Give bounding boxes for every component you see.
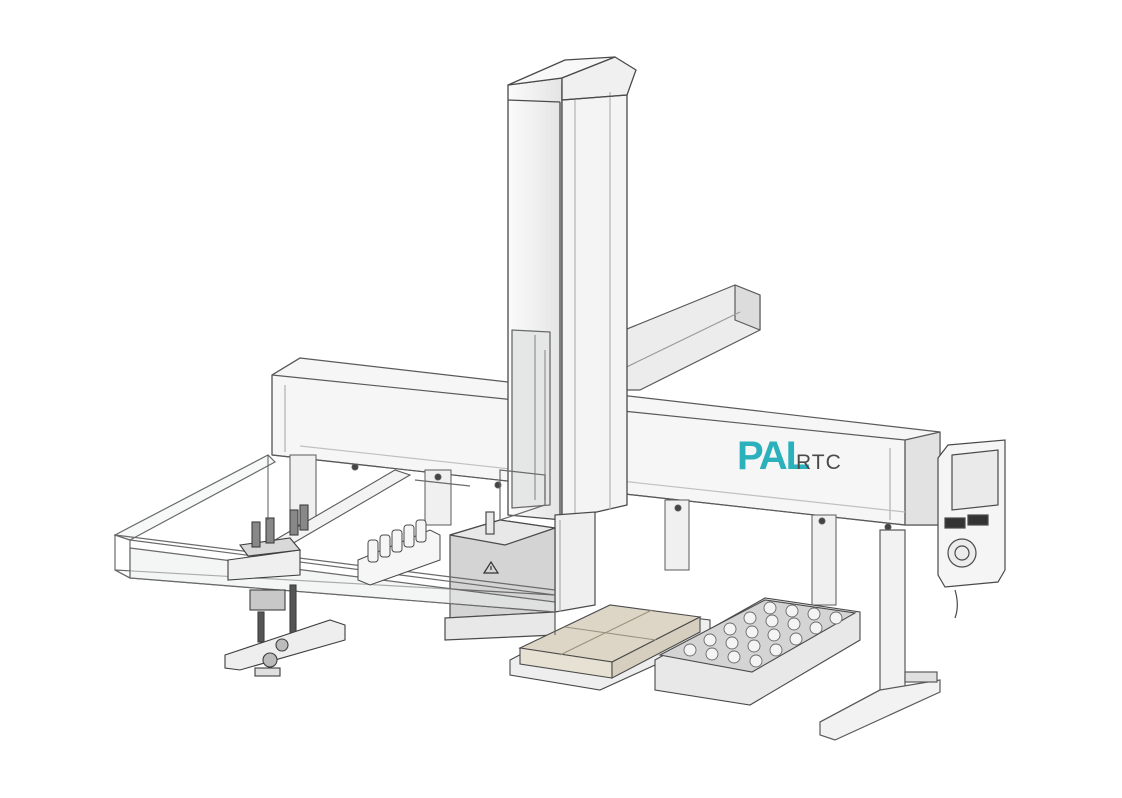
right-leg [819,529,941,741]
tool-station [224,504,346,677]
brand-logo: PAL [737,434,810,478]
agitator-module [444,511,556,641]
y-axis-arm [599,284,761,391]
vial-tray [654,597,861,706]
vial-rack [357,519,441,586]
z-axis-column [507,56,637,521]
model-name: RTC [796,451,842,474]
enclosure-legs [267,455,556,635]
column-base [554,511,596,613]
terminal-device [937,439,1006,619]
